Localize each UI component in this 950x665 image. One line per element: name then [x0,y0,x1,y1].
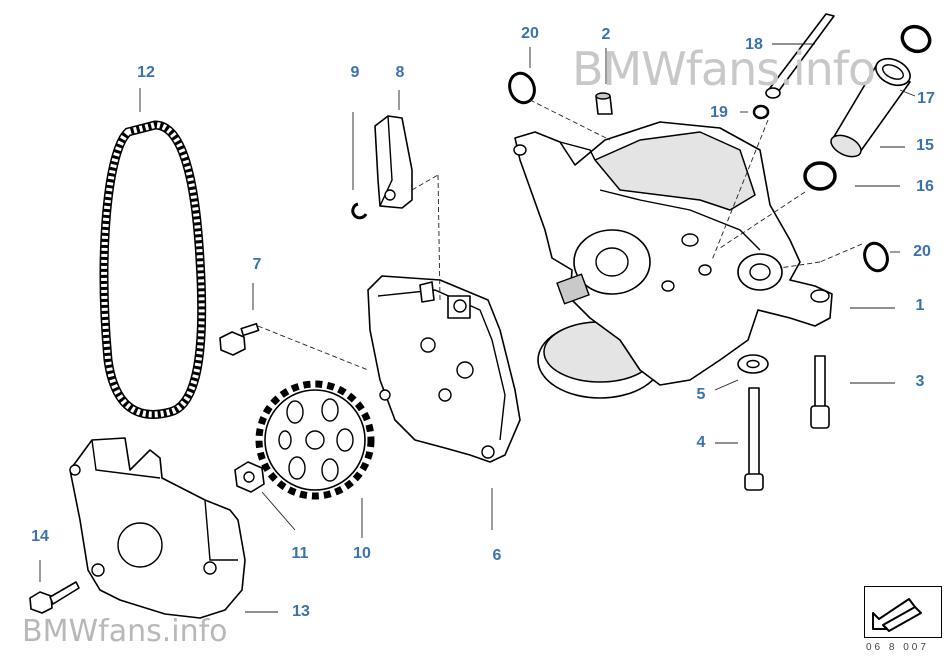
circlip-9[interactable] [351,202,368,220]
callout-18[interactable]: 18 [745,36,763,53]
callout-1[interactable]: 1 [915,297,925,314]
callout-8[interactable]: 8 [395,64,405,81]
callout-10[interactable]: 10 [353,545,371,562]
housing-6[interactable] [367,275,521,463]
callout-15[interactable]: 15 [916,137,934,154]
o-ring-16[interactable] [803,161,837,191]
timing-chain[interactable] [99,120,207,419]
callout-12[interactable]: 12 [137,64,155,81]
callout-14[interactable]: 14 [31,528,49,545]
watermark-top: BMWfans.info [572,42,876,96]
callout-13[interactable]: 13 [292,603,310,620]
callout-17[interactable]: 17 [917,90,935,107]
watermark-bottom: BMWfans.info [22,614,228,649]
callout-20-right[interactable]: 20 [913,243,931,260]
tube-18[interactable] [765,13,835,99]
callout-20-top[interactable]: 20 [521,25,539,42]
washer-5[interactable] [737,354,769,374]
callout-5[interactable]: 5 [696,386,706,403]
callout-4[interactable]: 4 [696,434,706,451]
pipe-15[interactable] [828,54,915,161]
nav-corner-button[interactable] [864,586,942,638]
arrow-back-icon [872,598,922,632]
callout-9[interactable]: 9 [350,64,360,81]
callout-7[interactable]: 7 [252,256,262,273]
o-ring-17[interactable] [898,22,934,56]
o-ring-20-top[interactable] [506,70,539,106]
seal-ring-19[interactable] [752,104,770,120]
callout-3[interactable]: 3 [915,373,925,390]
callout-16[interactable]: 16 [916,178,934,195]
bolt-14[interactable] [29,581,80,614]
nut-11[interactable] [234,461,265,493]
oil-pump-1[interactable] [513,121,833,399]
callout-19[interactable]: 19 [710,104,728,121]
bolt-3[interactable] [810,355,830,429]
callout-2[interactable]: 2 [601,26,611,43]
diagram-code: 06 8 007 [866,642,929,653]
bolt-7[interactable] [219,322,260,356]
tensioner-8[interactable] [374,115,413,209]
o-ring-20-right[interactable] [861,240,891,274]
sleeve-2[interactable] [595,92,613,115]
callout-6[interactable]: 6 [492,547,502,564]
callout-11[interactable]: 11 [291,545,309,562]
bolt-4[interactable] [744,387,764,491]
leader-lines [39,43,916,613]
lower-cover-13[interactable] [69,437,246,619]
sprocket-10[interactable] [255,380,375,500]
